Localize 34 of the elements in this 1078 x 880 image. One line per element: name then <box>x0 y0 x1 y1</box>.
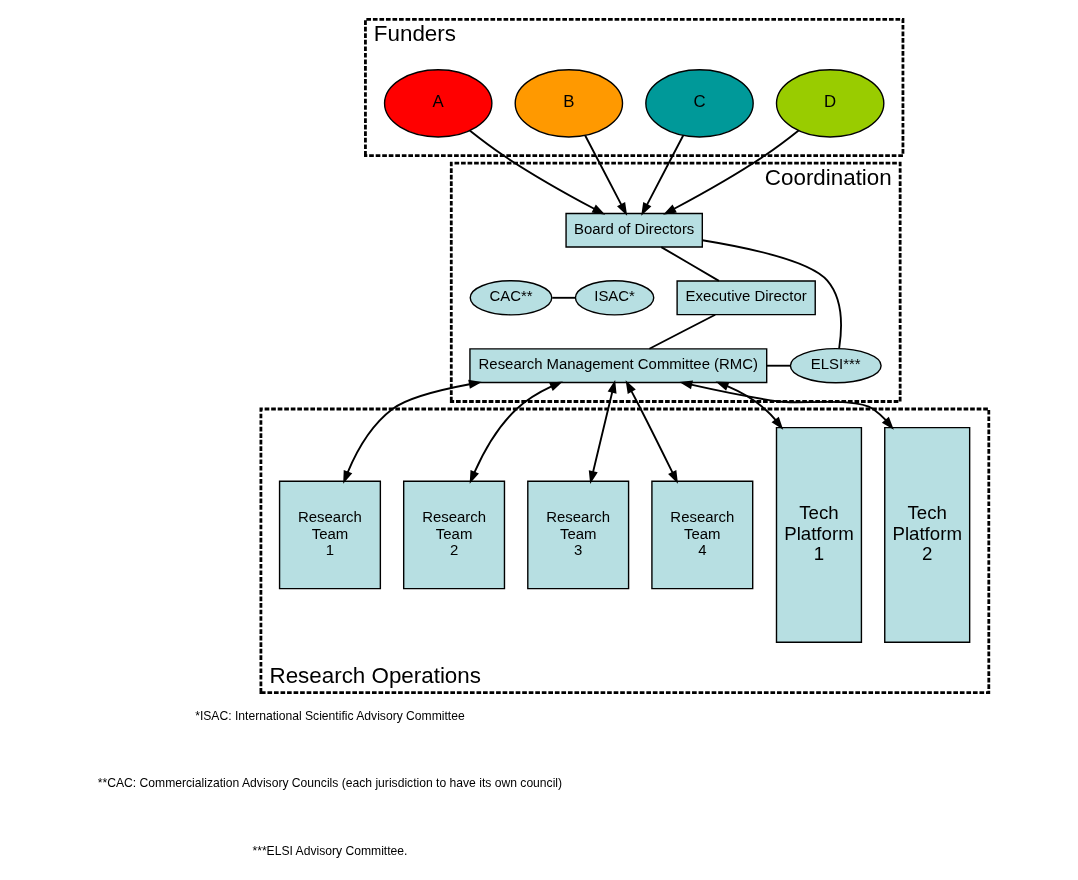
node-ellipse: A <box>383 69 493 138</box>
node-ellipse: ISAC* <box>574 280 655 316</box>
node-box: Executive Director <box>676 280 816 316</box>
connector <box>648 313 717 350</box>
node-ellipse: CAC** <box>469 280 553 316</box>
label: ***ELSI Advisory Committee. <box>252 843 408 858</box>
node-ellipse: B <box>514 69 624 138</box>
label: *ISAC: International Scientific Advisory Committee <box>195 709 465 724</box>
node-box: Board of Directors <box>565 212 703 248</box>
arrow <box>641 134 685 216</box>
node-ellipse: C <box>645 69 754 138</box>
node-box: Research Management Committee (RMC) <box>469 348 768 384</box>
node-box: Tech Platform 2 <box>884 426 971 643</box>
connector <box>551 296 577 299</box>
arrow <box>584 134 628 216</box>
arrow <box>625 380 678 484</box>
arrow <box>468 129 606 215</box>
node-box: Tech Platform 1 <box>775 426 863 643</box>
connector <box>766 364 791 367</box>
arrow <box>679 380 894 430</box>
arrow <box>588 379 617 484</box>
arrow <box>469 381 563 484</box>
node-box: Research Team 1 <box>278 480 382 590</box>
node-ellipse: ELSI*** <box>789 347 882 384</box>
arrow <box>663 129 800 215</box>
connector <box>660 246 720 282</box>
arrow <box>715 381 784 430</box>
connector <box>701 239 842 350</box>
node-box: Research Team 4 <box>651 480 754 590</box>
node-box: Research Team 3 <box>527 480 630 590</box>
label: **CAC: Commercialization Advisory Councils (each jurisdiction to have its own council) <box>97 776 563 791</box>
node-box: Research Team 2 <box>403 480 506 590</box>
node-ellipse: D <box>775 69 885 138</box>
arrow <box>343 379 482 484</box>
